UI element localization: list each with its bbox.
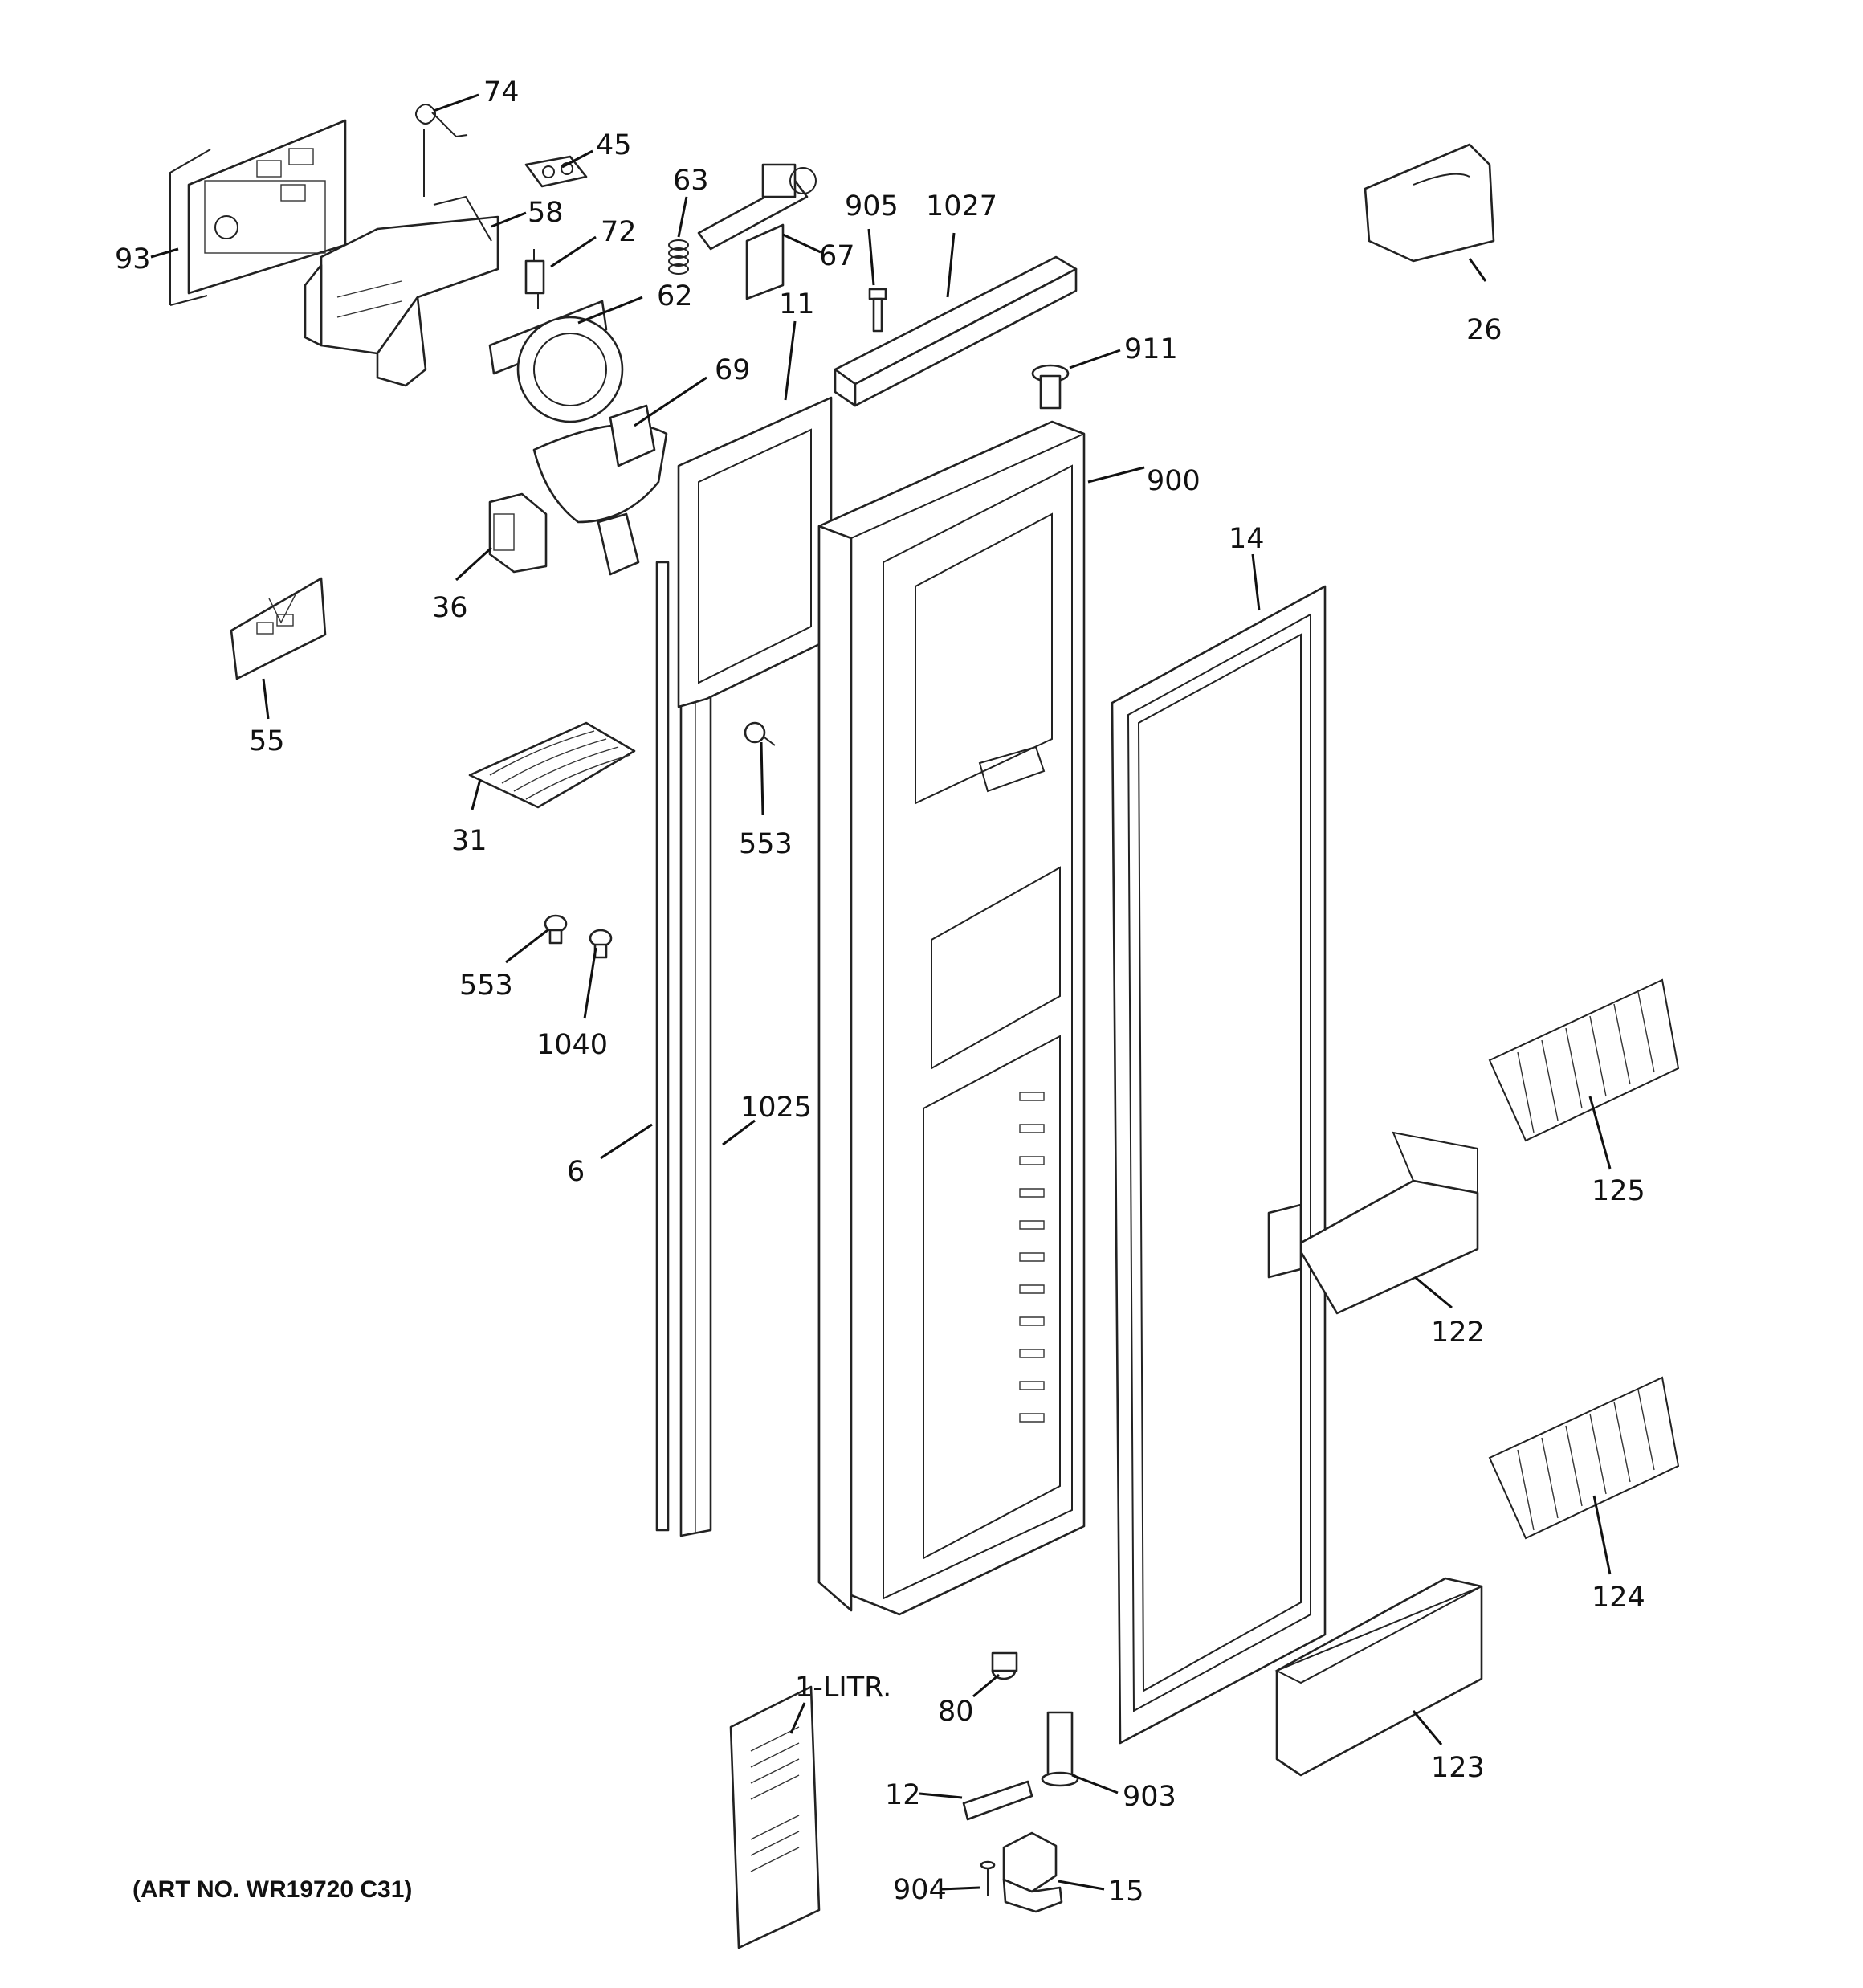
- callout-553-upper: 553: [739, 828, 793, 860]
- callout-1025: 1025: [740, 1092, 812, 1124]
- label-text-lines: [750, 1726, 800, 1872]
- part-80-fitting: [991, 1651, 1018, 1680]
- part-45-bracket: [524, 155, 588, 188]
- callout-31: 31: [451, 825, 487, 857]
- part-125-wire-basket: [1488, 978, 1680, 1142]
- part-11-upper-frame: [677, 396, 833, 708]
- part-911-bushing: [1031, 364, 1070, 410]
- callout-36: 36: [432, 592, 468, 624]
- callout-15: 15: [1108, 1876, 1144, 1908]
- part-74-spring: [415, 104, 468, 197]
- part-36-switch-bracket: [488, 492, 548, 574]
- part-122-door-bin: [1267, 1131, 1479, 1315]
- callout-58: 58: [528, 197, 564, 229]
- part-93-control-panel: [169, 119, 347, 306]
- part-1040-knob: [589, 929, 613, 959]
- part-72-switch: [524, 249, 545, 309]
- part-31-drip-tray: [468, 721, 636, 809]
- part-1-litr-label: [729, 1685, 821, 1949]
- part-1027-top-cap: [834, 255, 1078, 407]
- callout-905: 905: [845, 190, 899, 222]
- callout-80: 80: [938, 1696, 974, 1728]
- callout-72: 72: [601, 216, 637, 248]
- callout-45: 45: [596, 129, 632, 161]
- part-124-wire-basket: [1488, 1376, 1680, 1540]
- part-63-coil-spring: [668, 239, 689, 275]
- part-6-tube: [655, 561, 670, 1532]
- callout-122: 122: [1431, 1316, 1485, 1349]
- part-905-bolt: [868, 288, 887, 333]
- callout-74: 74: [483, 76, 520, 108]
- part-58-dispenser-housing: [304, 195, 499, 387]
- callout-55: 55: [249, 725, 285, 757]
- part-14-door-gasket: [1111, 585, 1327, 1745]
- callout-911: 911: [1124, 333, 1178, 365]
- callout-69: 69: [715, 354, 751, 386]
- leader-lines: [150, 93, 1612, 1891]
- callout-904: 904: [893, 1874, 947, 1906]
- callout-67: 67: [819, 240, 855, 272]
- part-62-chute-ring: [488, 300, 624, 423]
- callout-124: 124: [1592, 1582, 1645, 1614]
- part-123-lower-door-bin: [1274, 1577, 1483, 1777]
- part-553-knob-lower: [544, 914, 568, 945]
- callout-93: 93: [115, 243, 151, 276]
- art-number: (ART NO. WR19720 C31): [132, 1876, 412, 1903]
- callout-6: 6: [567, 1156, 585, 1188]
- callout-900: 900: [1147, 465, 1201, 497]
- callout-1040: 1040: [536, 1029, 608, 1061]
- callout-14: 14: [1229, 523, 1265, 555]
- part-67-actuator-arm: [697, 163, 817, 300]
- part-904-screw: [980, 1860, 996, 1896]
- callout-1-litr: 1-LITR.: [795, 1672, 891, 1704]
- part-69-funnel: [532, 404, 668, 576]
- callout-123: 123: [1431, 1752, 1485, 1784]
- callout-12: 12: [885, 1779, 921, 1811]
- part-15-hinge: [1002, 1831, 1063, 1913]
- callout-125: 125: [1592, 1175, 1645, 1207]
- part-903-hinge-pin: [1041, 1711, 1079, 1787]
- callout-26: 26: [1466, 314, 1502, 346]
- part-55-circuit-board: [230, 577, 327, 680]
- callout-63: 63: [673, 165, 709, 197]
- callout-11: 11: [779, 288, 815, 320]
- part-12-plate: [962, 1780, 1033, 1821]
- part-26-ice-bin-cover: [1364, 143, 1495, 263]
- callout-903: 903: [1123, 1781, 1176, 1813]
- callout-1027: 1027: [926, 190, 997, 222]
- part-553-knob-upper: [744, 721, 776, 746]
- part-900-door-liner: [817, 420, 1086, 1616]
- door-shelf-clips: [1019, 1092, 1045, 1423]
- callout-labels: 74 45 63 905 1027 26 93 58 72 67 62 11 9…: [115, 76, 1645, 1908]
- callout-62: 62: [657, 280, 693, 312]
- callout-553-lower: 553: [459, 970, 513, 1002]
